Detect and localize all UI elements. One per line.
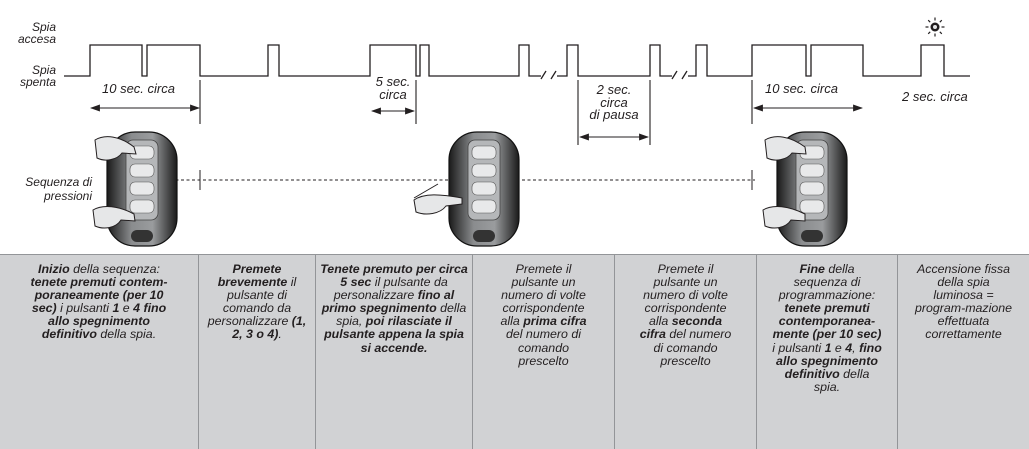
timing-10-sec-end: 10 sec. circa — [765, 81, 838, 96]
step-text-3: Tenete premuto per circa 5 sec il pulsan… — [320, 262, 468, 355]
pressing-hand-icon — [413, 194, 463, 215]
signal-waveform — [64, 44, 970, 80]
step-column-1: Inizio della sequenza: tenete premuti co… — [0, 255, 199, 449]
step-text-1: Inizio della sequenza: tenete premuti co… — [30, 262, 168, 342]
timing-2-sec: 2 sec. circa — [902, 89, 968, 104]
step-text-5: Premete il pulsante un numero di volte c… — [639, 262, 732, 368]
remote-control-2 — [448, 131, 520, 247]
step-column-6: Fine della sequenza di programmazione: t… — [757, 255, 898, 449]
step-text-7: Accensione fissa della spia luminosa = p… — [914, 262, 1013, 342]
step-text-2: Premete brevemente il pulsante di comand… — [207, 262, 307, 342]
step-column-2: Premete brevemente il pulsante di comand… — [199, 255, 316, 449]
instruction-panel: Inizio della sequenza: tenete premuti co… — [0, 254, 1029, 449]
step-column-5: Premete il pulsante un numero di volte c… — [615, 255, 757, 449]
led-on-icon — [925, 17, 945, 37]
step-column-7: Accensione fissa della spia luminosa = p… — [898, 255, 1029, 449]
remote-control-1 — [106, 131, 178, 247]
pressing-hand-icon — [92, 136, 137, 229]
step-column-4: Premete il pulsante un numero di volte c… — [473, 255, 615, 449]
dimension-arrows — [90, 80, 863, 145]
step-column-3: Tenete premuto per circa 5 sec il pulsan… — [316, 255, 473, 449]
step-text-4: Premete il pulsante un numero di volte c… — [500, 262, 587, 368]
timing-5-sec: 5 sec.circa — [375, 74, 411, 102]
step-text-6: Fine della sequenza di programmazione: t… — [772, 262, 882, 394]
pressing-hand-icon — [762, 136, 807, 229]
timing-10-sec: 10 sec. circa — [102, 81, 175, 96]
